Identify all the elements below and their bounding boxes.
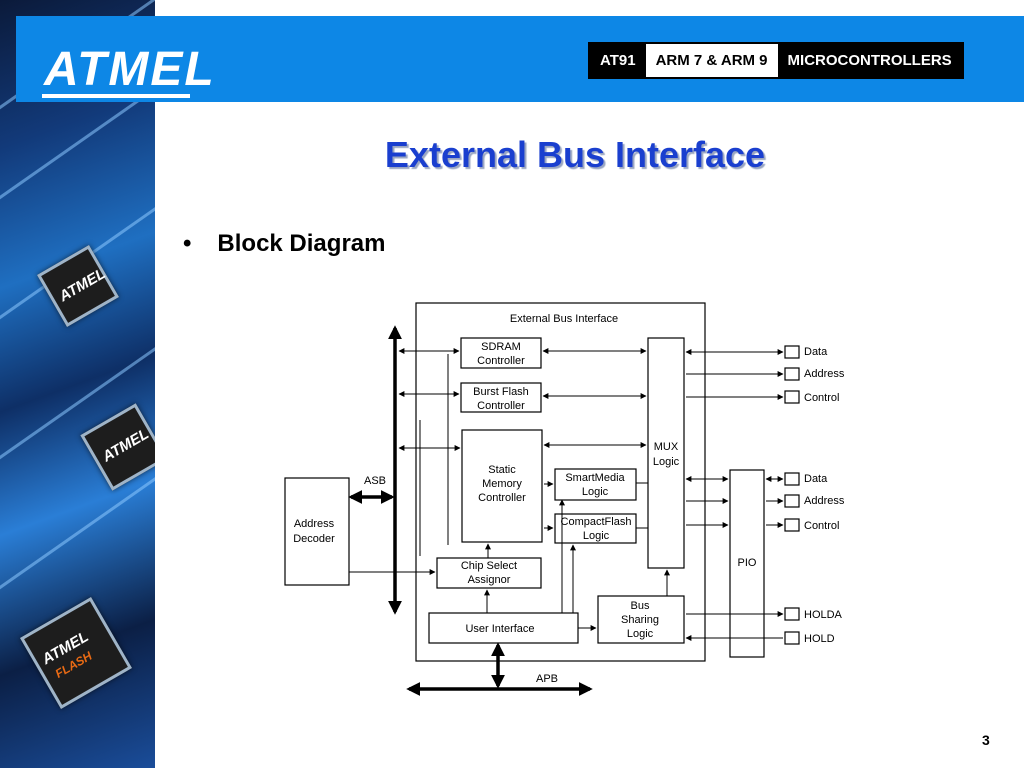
pin-box [784,607,800,621]
compactflash-label: Logic [583,530,610,542]
mux-box [647,337,685,569]
chip-select-label: Assignor [468,574,511,586]
bullet-text: Block Diagram [217,230,386,257]
pin-box [784,390,800,404]
burst-flash-label: Burst Flash [473,386,529,398]
address-decoder-label: Decoder [293,533,335,545]
chip-select-label: Chip Select [461,560,517,572]
pin-label-data: Data [804,473,828,485]
pin-box [784,367,800,381]
address-decoder-box [284,477,350,586]
tag-microcontrollers: MICROCONTROLLERS [777,44,962,77]
page-number: 3 [982,732,990,748]
bullet-item: • Block Diagram [183,230,385,258]
compactflash-label: CompactFlash [561,516,632,528]
pin-label-holda: HOLDA [804,609,843,621]
static-memory-label: Memory [482,478,522,490]
sdram-label: Controller [477,355,525,367]
sdram-box [460,337,542,369]
burst-flash-label: Controller [477,400,525,412]
bus-sharing-label: Sharing [621,614,659,626]
ebi-box [415,302,706,662]
apb-label: APB [536,673,558,685]
slide-title: External Bus Interface [384,134,766,175]
pin-label-data: Data [804,346,828,358]
static-memory-label: Static [488,464,516,476]
pin-box [784,345,800,359]
logo-underline [42,94,190,98]
user-interface-label: User Interface [465,623,534,635]
ebi-title: External Bus Interface [510,313,618,325]
pio-label: PIO [738,557,757,569]
pin-label-hold: HOLD [804,633,835,645]
static-memory-box [461,429,543,543]
tag-arm: ARM 7 & ARM 9 [645,44,778,77]
static-memory-label: Controller [478,492,526,504]
bullet-dot: • [183,230,192,257]
header-tags: AT91 ARM 7 & ARM 9 MICROCONTROLLERS [588,42,964,79]
pin-label-address: Address [804,495,845,507]
tag-at91: AT91 [590,44,646,77]
address-decoder-label: Address [294,518,335,530]
smartmedia-label: Logic [582,486,609,498]
chip-select-box [436,557,542,589]
smartmedia-box [554,468,637,501]
bus-sharing-box [597,595,685,644]
pin-box [784,631,800,645]
mux-label: MUX [654,441,679,453]
pin-label-control: Control [804,392,839,404]
pin-box [784,518,800,532]
mux-label: Logic [653,456,680,468]
pin-label-control: Control [804,520,839,532]
smartmedia-label: SmartMedia [565,472,625,484]
pin-label-address: Address [804,368,845,380]
sdram-label: SDRAM [481,341,521,353]
pin-box [784,472,800,486]
pio-box [729,469,765,658]
pin-box [784,494,800,508]
atmel-logo: ATMEL [44,43,216,96]
bus-sharing-label: Logic [627,628,654,640]
asb-label: ASB [364,475,386,487]
burst-flash-box [460,382,542,413]
bus-sharing-label: Bus [631,600,650,612]
